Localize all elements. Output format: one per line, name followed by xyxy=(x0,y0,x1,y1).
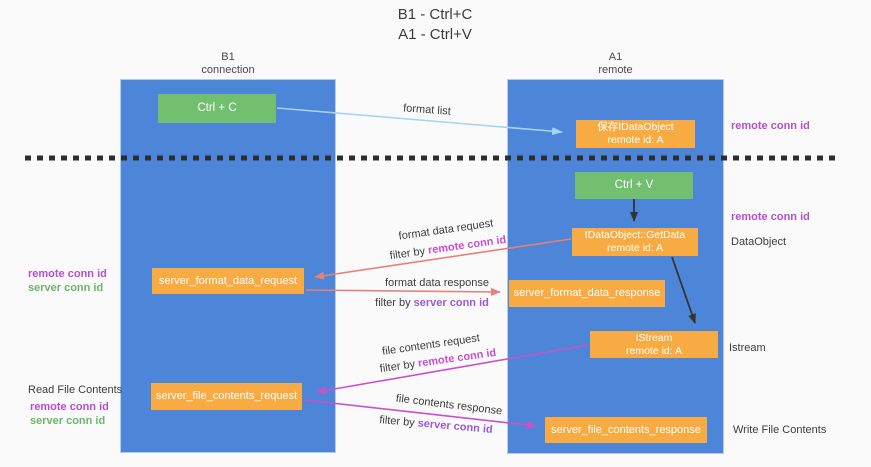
node-getdata-line1: IDataObject::GetData xyxy=(584,229,686,241)
node-istream-line2: remote id: A xyxy=(625,344,683,357)
node-server-format-data-request-label: server_format_data_request xyxy=(158,274,298,287)
node-ctrl-c: Ctrl + C xyxy=(158,94,276,123)
node-save-idataobject-line1: 保存IDataObject xyxy=(597,121,674,133)
label-istream: Istream xyxy=(729,342,766,354)
node-server-format-data-response: server_format_data_response xyxy=(509,280,665,307)
column-header-a1: A1 remote xyxy=(507,51,724,77)
column-a1-name: A1 xyxy=(608,51,623,63)
filter-by-text: filter by xyxy=(375,297,414,309)
label-left-server-conn-id-bottom: server conn id xyxy=(30,415,106,427)
filter-remote-conn-id: remote conn id xyxy=(427,233,507,257)
label-file-contents-response: file contents response xyxy=(395,392,503,418)
label-left-server-conn-id-mid: server conn id xyxy=(28,282,104,294)
label-dataobject: DataObject xyxy=(731,236,787,248)
diagram-title: B1 - Ctrl+C A1 - Ctrl+V xyxy=(300,5,570,45)
node-ctrl-v: Ctrl + V xyxy=(575,172,693,199)
label-format-data-response: format data response xyxy=(385,277,489,289)
title-line-1: B1 - Ctrl+C xyxy=(397,6,473,23)
filter-server-conn-id: server conn id xyxy=(413,297,489,309)
node-server-format-data-response-label: server_format_data_response xyxy=(513,287,661,299)
node-server-file-contents-response: server_file_contents_response xyxy=(545,417,707,443)
node-istream-line1: IStream xyxy=(635,331,673,344)
column-header-b1: B1 connection xyxy=(120,51,336,77)
label-format-list: format list xyxy=(402,102,452,118)
node-istream: IStream remote id: A xyxy=(590,331,718,358)
filter-by-text: filter by xyxy=(378,414,419,430)
label-file-response-filter: filter by server conn id xyxy=(379,414,493,436)
filter-server-conn-id: server conn id xyxy=(417,417,494,436)
label-write-file-contents: Write File Contents xyxy=(733,424,827,436)
filter-by-text: filter by xyxy=(389,244,429,263)
column-b1-name: B1 xyxy=(221,51,235,63)
label-read-file-contents: Read File Contents xyxy=(28,384,123,396)
column-a1-subtitle: remote xyxy=(598,64,633,76)
node-ctrl-c-label: Ctrl + C xyxy=(197,102,237,114)
node-server-file-contents-response-label: server_file_contents_response xyxy=(551,423,701,436)
label-left-remote-conn-id-mid: remote conn id xyxy=(28,268,107,280)
filter-by-text: filter by xyxy=(379,357,419,376)
node-server-format-data-request: server_format_data_request xyxy=(152,268,304,294)
label-left-remote-conn-id-bottom: remote conn id xyxy=(30,401,109,413)
column-b1-subtitle: connection xyxy=(201,64,255,76)
node-getdata-line2: remote id: A xyxy=(606,242,664,254)
title-line-2: A1 - Ctrl+V xyxy=(398,26,472,43)
node-idataobject-getdata: IDataObject::GetData remote id: A xyxy=(572,228,698,256)
node-server-file-contents-request-label: server_file_contents_request xyxy=(155,390,298,402)
label-right-remote-conn-id-mid: remote conn id xyxy=(731,211,810,223)
node-save-idataobject-line2: remote id: A xyxy=(607,134,664,146)
node-ctrl-v-label: Ctrl + V xyxy=(614,179,654,191)
node-server-file-contents-request: server_file_contents_request xyxy=(151,383,302,410)
node-save-idataobject: 保存IDataObject remote id: A xyxy=(576,120,695,148)
label-right-remote-conn-id-top: remote conn id xyxy=(731,120,810,132)
label-format-response-filter: filter by server conn id xyxy=(375,297,489,309)
